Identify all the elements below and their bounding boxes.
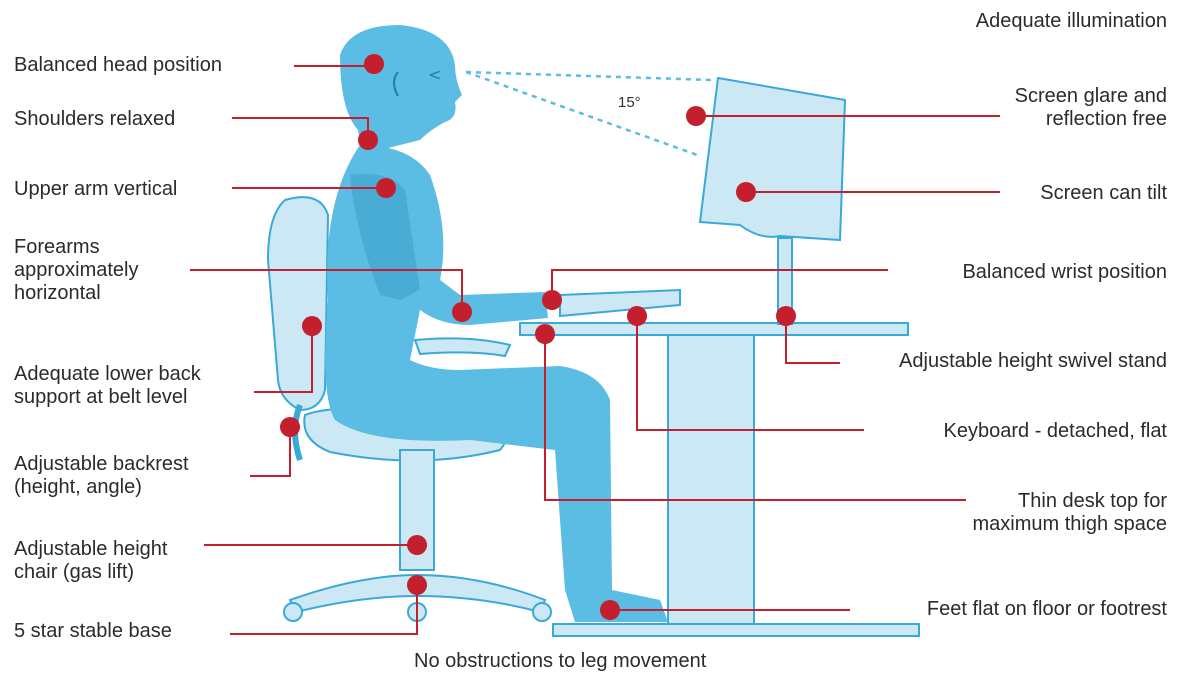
marker-feet bbox=[600, 600, 620, 620]
eye-icon: < bbox=[428, 65, 441, 84]
label-head: Balanced head position bbox=[14, 54, 222, 77]
marker-swivel bbox=[776, 306, 796, 326]
marker-wrist bbox=[542, 290, 562, 310]
chair-caster-right bbox=[533, 603, 551, 621]
label-swivel: Adjustable height swivel stand bbox=[899, 350, 1167, 373]
marker-desk-top bbox=[535, 324, 555, 344]
chair-backrest bbox=[268, 197, 328, 410]
desk-leg bbox=[668, 335, 754, 625]
marker-base bbox=[407, 575, 427, 595]
label-backrest: Adjustable backrest(height, angle) bbox=[14, 453, 189, 499]
label-keyboard: Keyboard - detached, flat bbox=[944, 420, 1167, 443]
marker-upper-arm bbox=[376, 178, 396, 198]
marker-lower-back bbox=[302, 316, 322, 336]
angle-label: 15° bbox=[618, 94, 641, 111]
label-tilt: Screen can tilt bbox=[1040, 182, 1167, 205]
label-leg-movement: No obstructions to leg movement bbox=[414, 650, 706, 673]
keyboard bbox=[560, 290, 680, 316]
sightline-down bbox=[466, 72, 700, 156]
marker-head bbox=[364, 54, 384, 74]
label-shoulders: Shoulders relaxed bbox=[14, 108, 175, 131]
person-head bbox=[340, 25, 462, 150]
marker-chair-height bbox=[407, 535, 427, 555]
monitor bbox=[700, 78, 845, 324]
marker-glare bbox=[686, 106, 706, 126]
label-base: 5 star stable base bbox=[14, 620, 172, 643]
label-upper-arm: Upper arm vertical bbox=[14, 178, 177, 201]
desk-floor-plate bbox=[553, 624, 919, 636]
sightline bbox=[466, 72, 712, 156]
marker-backrest bbox=[280, 417, 300, 437]
chair-armrest bbox=[415, 338, 510, 356]
label-wrist: Balanced wrist position bbox=[962, 261, 1167, 284]
marker-forearms bbox=[452, 302, 472, 322]
marker-shoulders bbox=[358, 130, 378, 150]
desk-top bbox=[520, 323, 908, 335]
marker-tilt bbox=[736, 182, 756, 202]
sightline-horizontal bbox=[466, 72, 712, 80]
marker-keyboard bbox=[627, 306, 647, 326]
label-illumination: Adequate illumination bbox=[976, 10, 1167, 33]
leader-line-shoulders bbox=[232, 118, 368, 140]
chair-caster-left bbox=[284, 603, 302, 621]
monitor-screen bbox=[700, 78, 845, 240]
label-feet: Feet flat on floor or footrest bbox=[927, 598, 1167, 621]
